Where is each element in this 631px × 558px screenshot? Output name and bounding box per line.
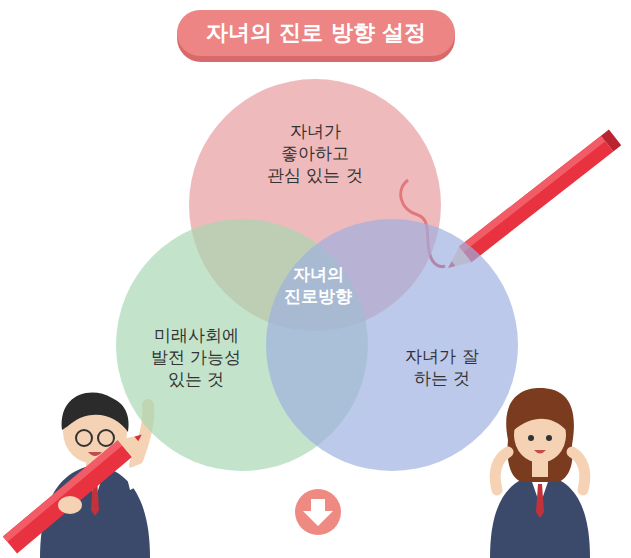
diagram-title: 자녀의 진로 방향 설정	[206, 18, 427, 48]
down-arrow	[295, 489, 341, 535]
circle-outline	[266, 219, 518, 471]
circle-label: 미래사회에 발전 가능성 있는 것	[144, 324, 248, 390]
circle-label: 자녀가 좋아하고 관심 있는 것	[263, 120, 367, 186]
center-label: 자녀의 진로방향	[276, 263, 360, 307]
circle-label: 자녀가 잘 하는 것	[396, 345, 488, 389]
circle-shape	[266, 219, 518, 471]
girl-figure	[490, 388, 590, 558]
boy-figure	[3, 393, 150, 558]
venn-circle: 자녀가 잘 하는 것	[266, 219, 518, 471]
title-banner	[177, 10, 455, 56]
